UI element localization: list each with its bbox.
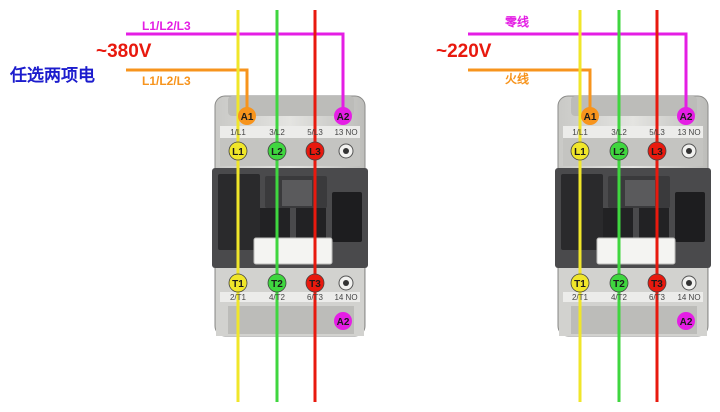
magenta-wire-left xyxy=(126,32,345,112)
left-phase-note: 任选两项电 xyxy=(10,66,95,85)
strip-label: 6/T3 xyxy=(649,293,666,302)
terminal-l2 xyxy=(267,141,287,161)
screw-hole xyxy=(686,280,692,286)
strip-label: 13 NO xyxy=(677,128,700,137)
terminal-l2-label: L2 xyxy=(613,147,625,158)
strip-label: 6/T3 xyxy=(307,293,324,302)
strip-label: 2/T1 xyxy=(572,293,589,302)
right-top-wire-label: 零线 xyxy=(505,15,530,29)
terminal-l2 xyxy=(609,141,629,161)
screw-hole xyxy=(343,148,349,154)
strip-label: 13 NO xyxy=(334,128,357,137)
screw-hole xyxy=(686,148,692,154)
strip-label: 14 NO xyxy=(334,293,357,302)
coil-a2-terminal xyxy=(677,107,695,125)
orange-wire-left xyxy=(126,68,249,112)
terminal-l3 xyxy=(305,141,325,161)
terminal-t1-label: T1 xyxy=(232,279,244,290)
strip-label: 2/T1 xyxy=(230,293,247,302)
terminal-t2 xyxy=(267,273,287,293)
coil-a2-label: A2 xyxy=(337,112,350,123)
terminal-l1 xyxy=(228,141,248,161)
coil-a1-label: A1 xyxy=(241,112,254,123)
coil-a2-terminal xyxy=(334,107,352,125)
coil-a2-bottom-terminal xyxy=(334,312,352,330)
terminal-l2-label: L2 xyxy=(271,147,283,158)
strip-label: 3/L2 xyxy=(269,128,285,137)
terminal-t2 xyxy=(609,273,629,293)
strip-label: 5/L3 xyxy=(307,128,323,137)
left-voltage-label: ~380V xyxy=(96,41,152,62)
coil-a1-terminal xyxy=(581,107,599,125)
terminal-l1-label: L1 xyxy=(232,147,244,158)
coil-a2-bottom-label: A2 xyxy=(337,317,350,328)
right-lower-wire-label: 火线 xyxy=(505,72,530,86)
strip-label: 4/T2 xyxy=(269,293,286,302)
terminal-t1-label: T1 xyxy=(574,279,586,290)
left-lower-wire-label: L1/L2/L3 xyxy=(142,74,191,88)
left-top-wire-label: L1/L2/L3 xyxy=(142,19,191,33)
strip-label: 1/L1 xyxy=(572,128,588,137)
terminal-t2-label: T2 xyxy=(271,279,283,290)
terminal-l3-label: L3 xyxy=(651,147,663,158)
wires-left xyxy=(126,10,345,402)
strip-label: 14 NO xyxy=(677,293,700,302)
terminal-t1 xyxy=(228,273,248,293)
screw-hole xyxy=(343,280,349,286)
orange-wire-right xyxy=(468,68,592,112)
strip-label: 4/T2 xyxy=(611,293,628,302)
coil-a2-label: A2 xyxy=(680,112,693,123)
coil-a1-label: A1 xyxy=(584,112,597,123)
terminal-t3 xyxy=(305,273,325,293)
strip-label: 5/L3 xyxy=(649,128,665,137)
terminal-l3-label: L3 xyxy=(309,147,321,158)
terminal-l1-label: L1 xyxy=(574,147,586,158)
wires-right xyxy=(468,10,688,402)
terminal-t1 xyxy=(570,273,590,293)
coil-a2-bottom-label: A2 xyxy=(680,317,693,328)
terminal-t3-label: T3 xyxy=(651,279,663,290)
right-voltage-label: ~220V xyxy=(436,41,492,62)
terminal-l3 xyxy=(647,141,667,161)
terminal-t3 xyxy=(647,273,667,293)
coil-a1-terminal xyxy=(238,107,256,125)
terminals-right: A1 A2 1/L1 3/L2 5/L3 13 NO L1 L2 L3 2/T1… xyxy=(570,107,701,330)
coil-a2-bottom-terminal xyxy=(677,312,695,330)
strip-label: 3/L2 xyxy=(611,128,627,137)
terminal-l1 xyxy=(570,141,590,161)
terminal-t2-label: T2 xyxy=(613,279,625,290)
terminals-left: A1 A2 1/L1 3/L2 5/L3 13 NO L1 L2 L3 2/T1… xyxy=(228,107,358,330)
magenta-wire-right xyxy=(468,32,688,112)
terminal-t3-label: T3 xyxy=(309,279,321,290)
strip-label: 1/L1 xyxy=(230,128,246,137)
